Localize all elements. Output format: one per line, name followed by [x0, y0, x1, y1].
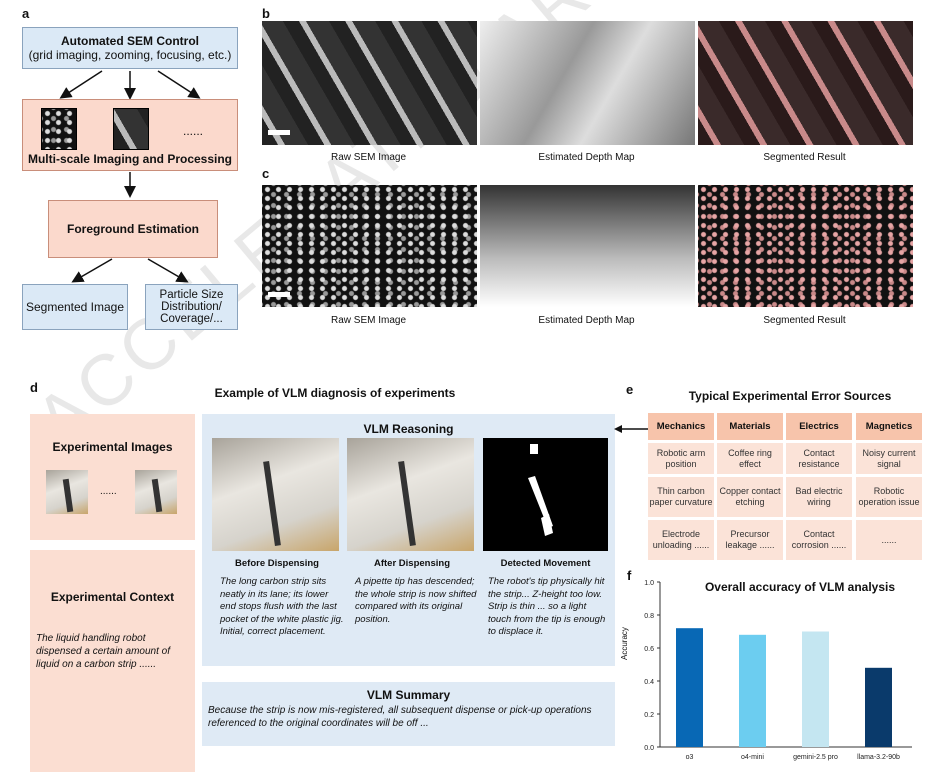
multiscale-box: ...... Multi-scale Imaging and Processin… [22, 99, 238, 171]
bar-o4-mini [739, 634, 766, 747]
caption: Estimated Depth Map [538, 152, 635, 163]
experiment-photo [135, 470, 177, 514]
sem-control-box: Automated SEM Control (grid imaging, zoo… [22, 27, 238, 69]
table-cell: Contact corrosion ...... [786, 520, 852, 560]
step-title: After Dispensing [373, 558, 450, 569]
experimental-images-box: Experimental Images ...... [30, 414, 195, 540]
column-header: Electrics [786, 413, 852, 440]
column-header: Mechanics [648, 413, 714, 440]
table-cell: Copper contact etching [717, 477, 783, 517]
table-cell: Bad electric wiring [786, 477, 852, 517]
vlm-reasoning-box: VLM Reasoning Before Dispensing After Di… [202, 414, 615, 666]
sem-control-sub: (grid imaging, zooming, focusing, etc.) [28, 48, 232, 62]
detected-movement-mask [483, 438, 608, 551]
y-tick-label: 0.2 [644, 712, 654, 719]
table-cell: Robotic operation issue [856, 477, 922, 517]
x-tick-label: gemini-2.5 pro [793, 754, 838, 761]
panel-label-c: c [262, 166, 270, 181]
context-text: The liquid handling robot dispensed a ce… [36, 633, 170, 670]
table-cell: Robotic arm position [648, 443, 714, 474]
accuracy-bar-chart: 0.0 0.2 0.4 0.6 0.8 1.0 o3 o4-mini gemini-2.5 pr… [644, 580, 912, 761]
y-tick-label: 1.0 [644, 580, 654, 587]
vlm-reasoning-title: VLM Reasoning [363, 422, 454, 436]
step-title: Before Dispensing [235, 558, 319, 569]
chart-title: Overall accuracy of VLM analysis [704, 580, 896, 594]
experiment-photo [46, 470, 88, 514]
x-tick-label: o3 [686, 754, 694, 761]
caption: Segmented Result [763, 315, 846, 326]
y-tick-label: 0.8 [644, 613, 654, 620]
experimental-context-box: Experimental Context The liquid handling… [30, 550, 195, 772]
bar-llama-3.2-90b [865, 667, 892, 747]
summary-text: Because the strip is now mis-registered,… [208, 705, 592, 729]
flow-arrows [59, 70, 201, 283]
photo-ellipsis: ...... [100, 486, 117, 497]
panel-label-e: e [626, 382, 634, 397]
sem-thumbnail [41, 108, 77, 150]
table-cell: Coffee ring effect [717, 443, 783, 474]
vlm-summary-title: VLM Summary [366, 688, 451, 702]
column-header: Materials [717, 413, 783, 440]
depth-map-c [480, 185, 695, 307]
table-cell: Thin carbon paper curvature [648, 477, 714, 517]
raw-sem-image-b [262, 21, 477, 145]
y-tick-label: 0.4 [644, 679, 654, 686]
sem-thumbnail [113, 108, 149, 150]
vlm-summary-box: VLM Summary Because the strip is now mis… [202, 682, 615, 746]
step-title: Detected Movement [500, 558, 591, 569]
before-dispensing-photo [212, 438, 339, 551]
panel-d-title: Example of VLM diagnosis of experiments [214, 386, 456, 400]
caption: Raw SEM Image [330, 152, 407, 163]
panel-label-d: d [30, 380, 38, 395]
sem-control-title: Automated SEM Control [61, 34, 199, 48]
panel-label-f: f [627, 568, 632, 583]
experimental-context-title: Experimental Context [50, 590, 175, 604]
multiscale-label: Multi-scale Imaging and Processing [27, 152, 233, 166]
column-header: Magnetics [856, 413, 922, 440]
table-cell: Noisy current signal [856, 443, 922, 474]
bar-o3 [676, 628, 703, 747]
particle-box: Particle Size Distribution/ Coverage/... [145, 284, 238, 330]
y-tick-label: 0.0 [644, 745, 654, 752]
x-tick-label: o4-mini [741, 754, 764, 761]
experimental-images-title: Experimental Images [52, 440, 173, 454]
bar-gemini-2.5 pro [802, 631, 829, 747]
arrow-icon [614, 425, 648, 433]
table-cell: Contact resistance [786, 443, 852, 474]
table-cell: Electrode unloading ...... [648, 520, 714, 560]
panel-label-b: b [262, 6, 270, 21]
panel-label-a: a [22, 6, 30, 21]
step-text: A pipette tip has descended; the whole s… [355, 576, 477, 625]
foreground-box: Foreground Estimation [48, 200, 218, 258]
depth-map-b [480, 21, 695, 145]
x-tick-label: llama-3.2-90b [857, 754, 900, 761]
segmented-box: Segmented Image [22, 284, 128, 330]
panel-e-title: Typical Experimental Error Sources [688, 389, 892, 403]
step-text: The robot's tip physically hit the strip… [488, 576, 606, 637]
after-dispensing-photo [347, 438, 474, 551]
step-text: The long carbon strip sits neatly in its… [220, 576, 344, 637]
y-tick-label: 0.6 [644, 646, 654, 653]
caption: Segmented Result [763, 152, 846, 163]
caption: Estimated Depth Map [538, 315, 635, 326]
segmented-result-c [698, 185, 913, 307]
caption: Raw SEM Image [330, 315, 407, 326]
raw-sem-image-c [262, 185, 477, 307]
segmented-result-b [698, 21, 913, 145]
thumbnail-ellipsis: ...... [183, 124, 204, 138]
table-cell: ...... [856, 520, 922, 560]
table-cell: Precursor leakage ...... [717, 520, 783, 560]
